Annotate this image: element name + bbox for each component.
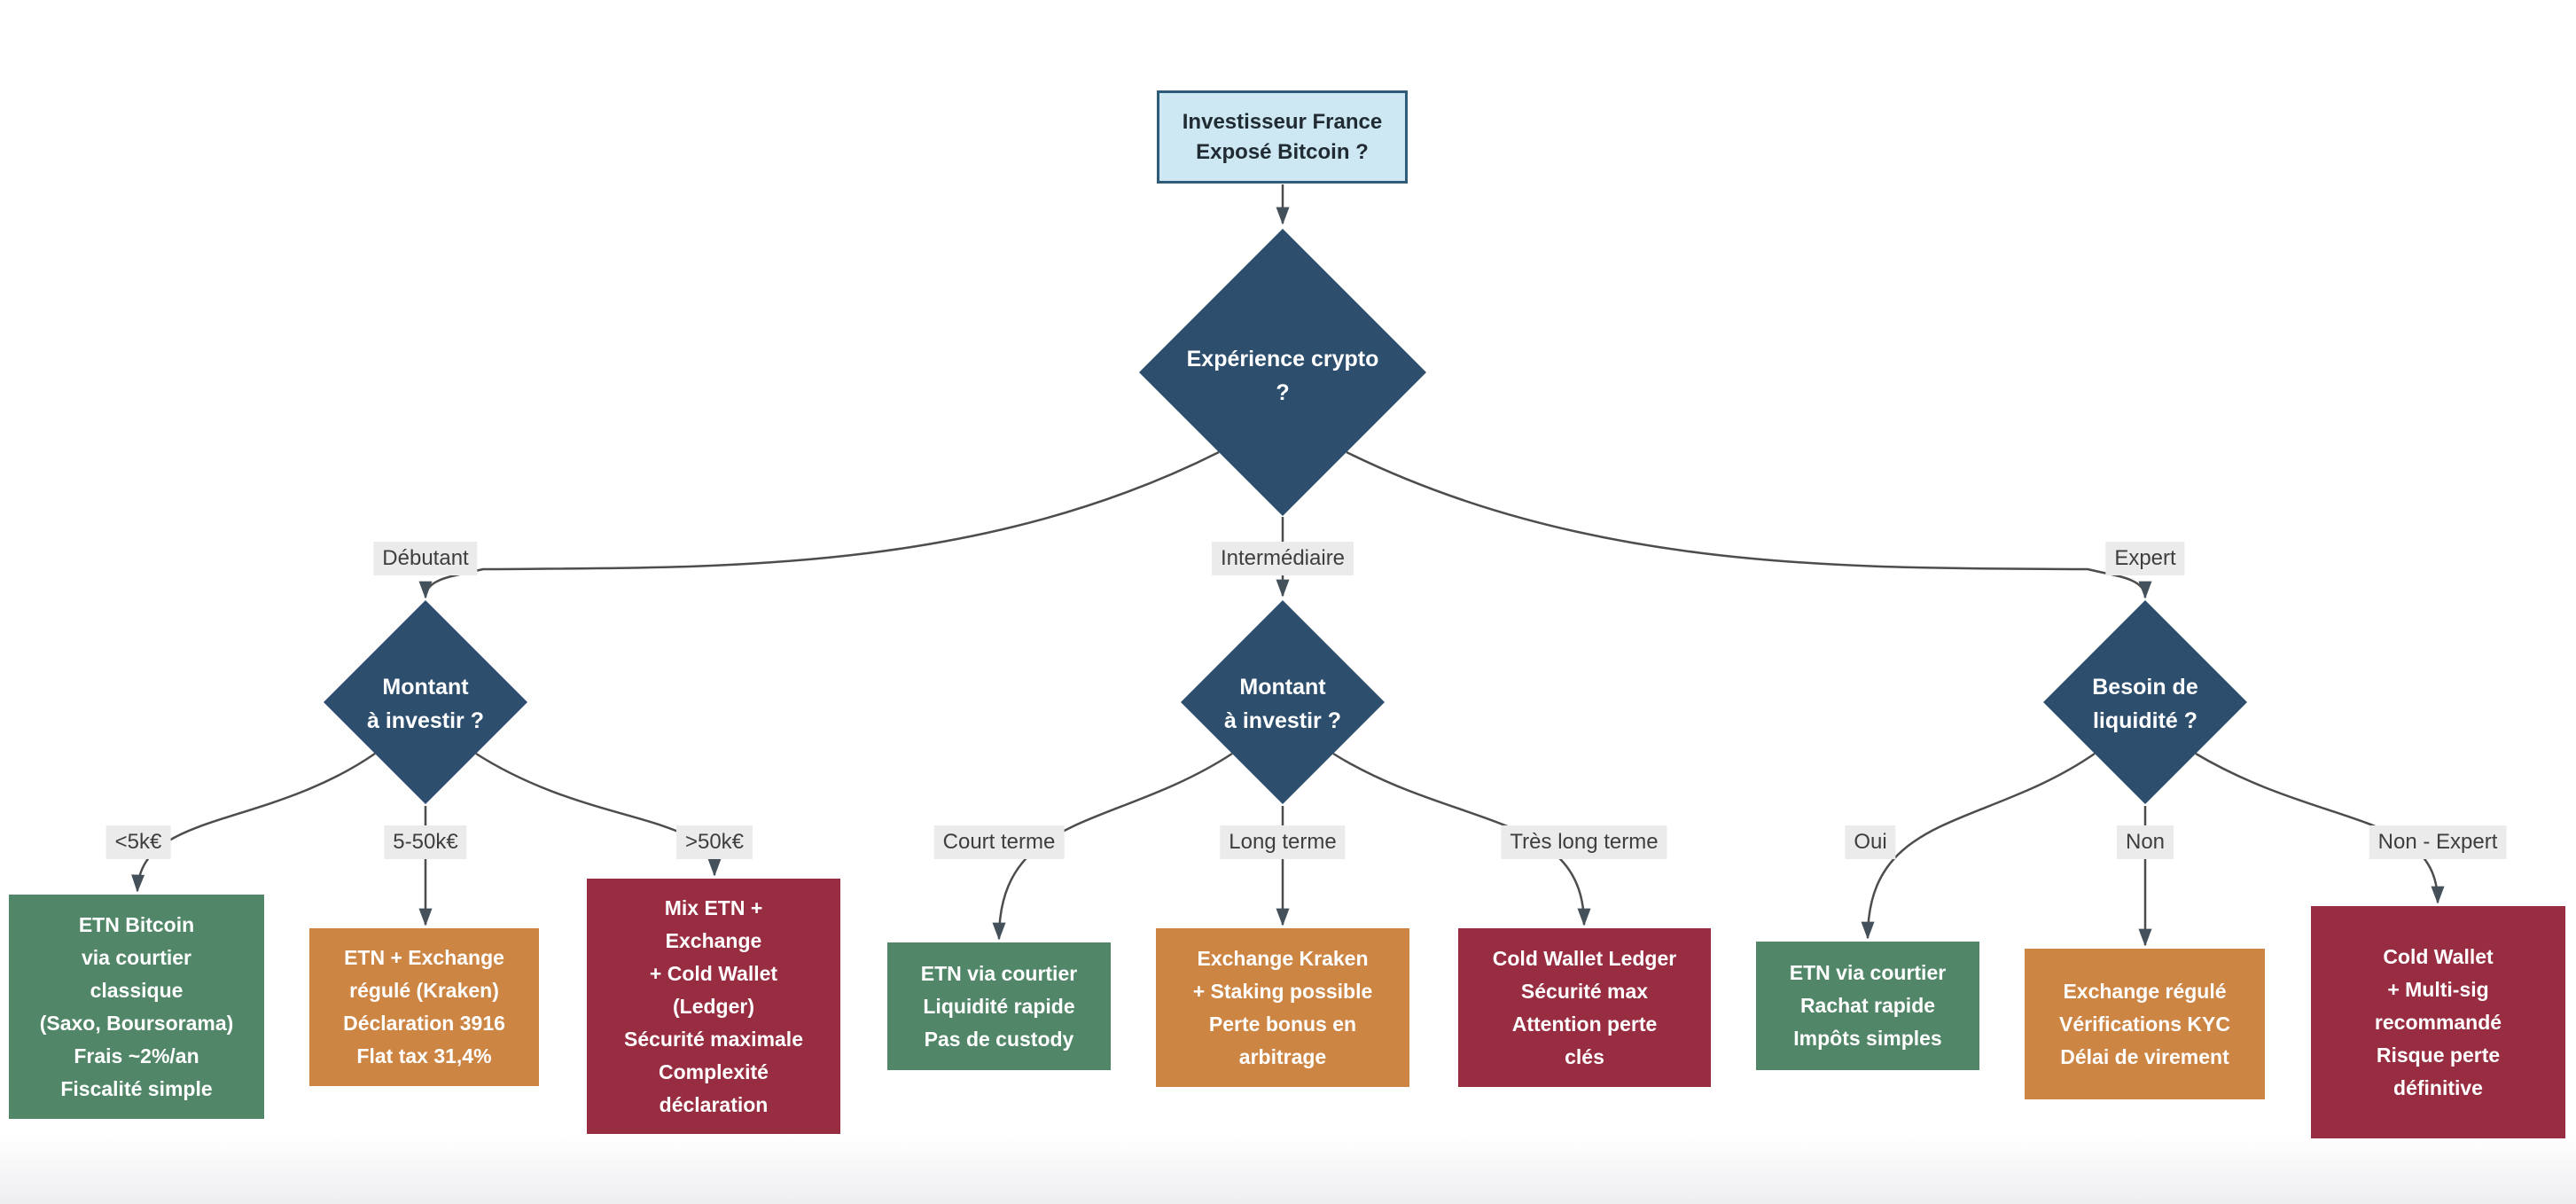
text-line: ETN via courtier xyxy=(1789,961,1947,984)
edge-label-non: Non xyxy=(2116,825,2174,859)
text-line: ETN via courtier xyxy=(920,961,1078,985)
text-line: Risque perte xyxy=(2376,1043,2501,1067)
text-line: définitive xyxy=(2393,1075,2483,1099)
text-line: Attention perte xyxy=(1511,1012,1658,1036)
text-line: arbitrage xyxy=(1238,1044,1327,1068)
text-line: Montant xyxy=(1239,675,1326,700)
edge-label-debutant: Débutant xyxy=(373,542,478,575)
text-line: Cold Wallet Ledger xyxy=(1492,946,1677,970)
edge-label-long-terme: Long terme xyxy=(1220,825,1346,859)
text-line: Exchange xyxy=(665,928,762,952)
edge-liquidite-to-non-expert xyxy=(2195,752,2445,904)
text-line: Déclaration 3916 xyxy=(343,1012,505,1035)
decision-text-montant-intermediaire: Montant à investir ? xyxy=(1224,670,1341,738)
text-line: Vérifications KYC xyxy=(2059,1012,2230,1036)
text-line: clés xyxy=(1565,1044,1604,1068)
text-line: Mix ETN + xyxy=(664,895,763,919)
edge-label-non-expert: Non - Expert xyxy=(2369,825,2507,859)
text-line: Rachat rapide xyxy=(1799,994,1936,1017)
text-line: Flat tax 31,4% xyxy=(356,1044,492,1067)
decision-text-montant-debutant: Montant à investir ? xyxy=(367,670,484,738)
edge-montant-debutant-to-moins5k xyxy=(131,752,376,893)
text-line: Complexité xyxy=(659,1059,769,1083)
decision-text-experience: Expérience crypto? xyxy=(1187,342,1379,410)
bottom-gradient-strip xyxy=(0,1135,2576,1204)
text-line: + Staking possible xyxy=(1192,979,1373,1003)
text-line: Exchange régulé xyxy=(2063,979,2227,1003)
text-line: classique xyxy=(90,978,183,1002)
edge-montant-inter-to-court-terme xyxy=(992,752,1233,941)
edge-experience-to-expert xyxy=(1346,450,2152,599)
decision-diamond-experience xyxy=(1139,229,1426,516)
text-line: Sécurité maximale xyxy=(623,1027,803,1051)
edge-montant-inter-to-tres-long-terme xyxy=(1332,752,1591,926)
decision-diamond-montant-intermediaire xyxy=(1181,600,1385,804)
text-line: Pas de custody xyxy=(924,1027,1074,1051)
edge-label-5-50k: 5-50k€ xyxy=(384,825,467,859)
text-line: Fiscalité simple xyxy=(60,1076,213,1100)
text-line: (Saxo, Boursorama) xyxy=(39,1011,234,1035)
text-line: ETN + Exchange xyxy=(344,946,504,969)
edge-label-oui: Oui xyxy=(1845,825,1896,859)
text-line: ETN Bitcoin xyxy=(78,912,195,936)
text-line: à investir ? xyxy=(367,708,484,733)
edge-label-moins-5k: <5k€ xyxy=(105,825,171,859)
text-line: déclaration xyxy=(659,1092,769,1116)
text-line: Frais ~2%/an xyxy=(74,1044,199,1067)
text-line: liquidité ? xyxy=(2092,708,2198,733)
leaf-debutant-5-50k: ETN + Exchange régulé (Kraken) Déclaration… xyxy=(309,928,539,1086)
text-line: + Multi-sig xyxy=(2387,977,2489,1001)
text-line: via courtier xyxy=(82,945,191,969)
text-line: (Ledger) xyxy=(673,994,754,1018)
text-line: ? xyxy=(1276,380,1290,405)
text-line: Exposé Bitcoin ? xyxy=(1196,139,1369,164)
text-line: Perte bonus en xyxy=(1208,1012,1357,1036)
edge-label-court-terme: Court terme xyxy=(933,825,1065,859)
decision-text-liquidite: Besoin de liquidité ? xyxy=(2092,670,2197,738)
text-line: Impôts simples xyxy=(1793,1027,1942,1050)
text-line: Délai de virement xyxy=(2060,1044,2229,1068)
edge-label-intermediaire: Intermédiaire xyxy=(1211,542,1354,575)
edge-liquidite-to-oui xyxy=(1861,752,2096,940)
text-line: Montant xyxy=(382,675,469,700)
decision-diamond-montant-debutant xyxy=(324,600,527,804)
text-line: recommandé xyxy=(2374,1010,2502,1034)
text-line: Exchange Kraken xyxy=(1197,946,1369,970)
text-line: Besoin de xyxy=(2092,675,2198,700)
leaf-debutant-plus-50k: Mix ETN + Exchange + Cold Wallet (Ledger) Sé… xyxy=(587,879,840,1134)
text-line: Investisseur France xyxy=(1182,109,1383,134)
text-line: à investir ? xyxy=(1224,708,1341,733)
text-line: Cold Wallet xyxy=(2383,944,2494,968)
edge-label-expert: Expert xyxy=(2105,542,2185,575)
leaf-debutant-moins-5k: ETN Bitcoin via courtier classique (Saxo, B… xyxy=(9,895,264,1119)
text-line: Sécurité max xyxy=(1520,979,1649,1003)
text-line: Expérience crypto xyxy=(1186,347,1379,371)
text-line: + Cold Wallet xyxy=(649,961,778,985)
text-line: régulé (Kraken) xyxy=(349,979,499,1002)
edge-experience-to-debutant xyxy=(418,450,1220,599)
decision-diamond-liquidite xyxy=(2043,600,2247,804)
edge-label-plus-50k: >50k€ xyxy=(675,825,753,859)
edge-label-tres-long-terme: Très long terme xyxy=(1501,825,1667,859)
text-line: Liquidité rapide xyxy=(923,994,1075,1018)
